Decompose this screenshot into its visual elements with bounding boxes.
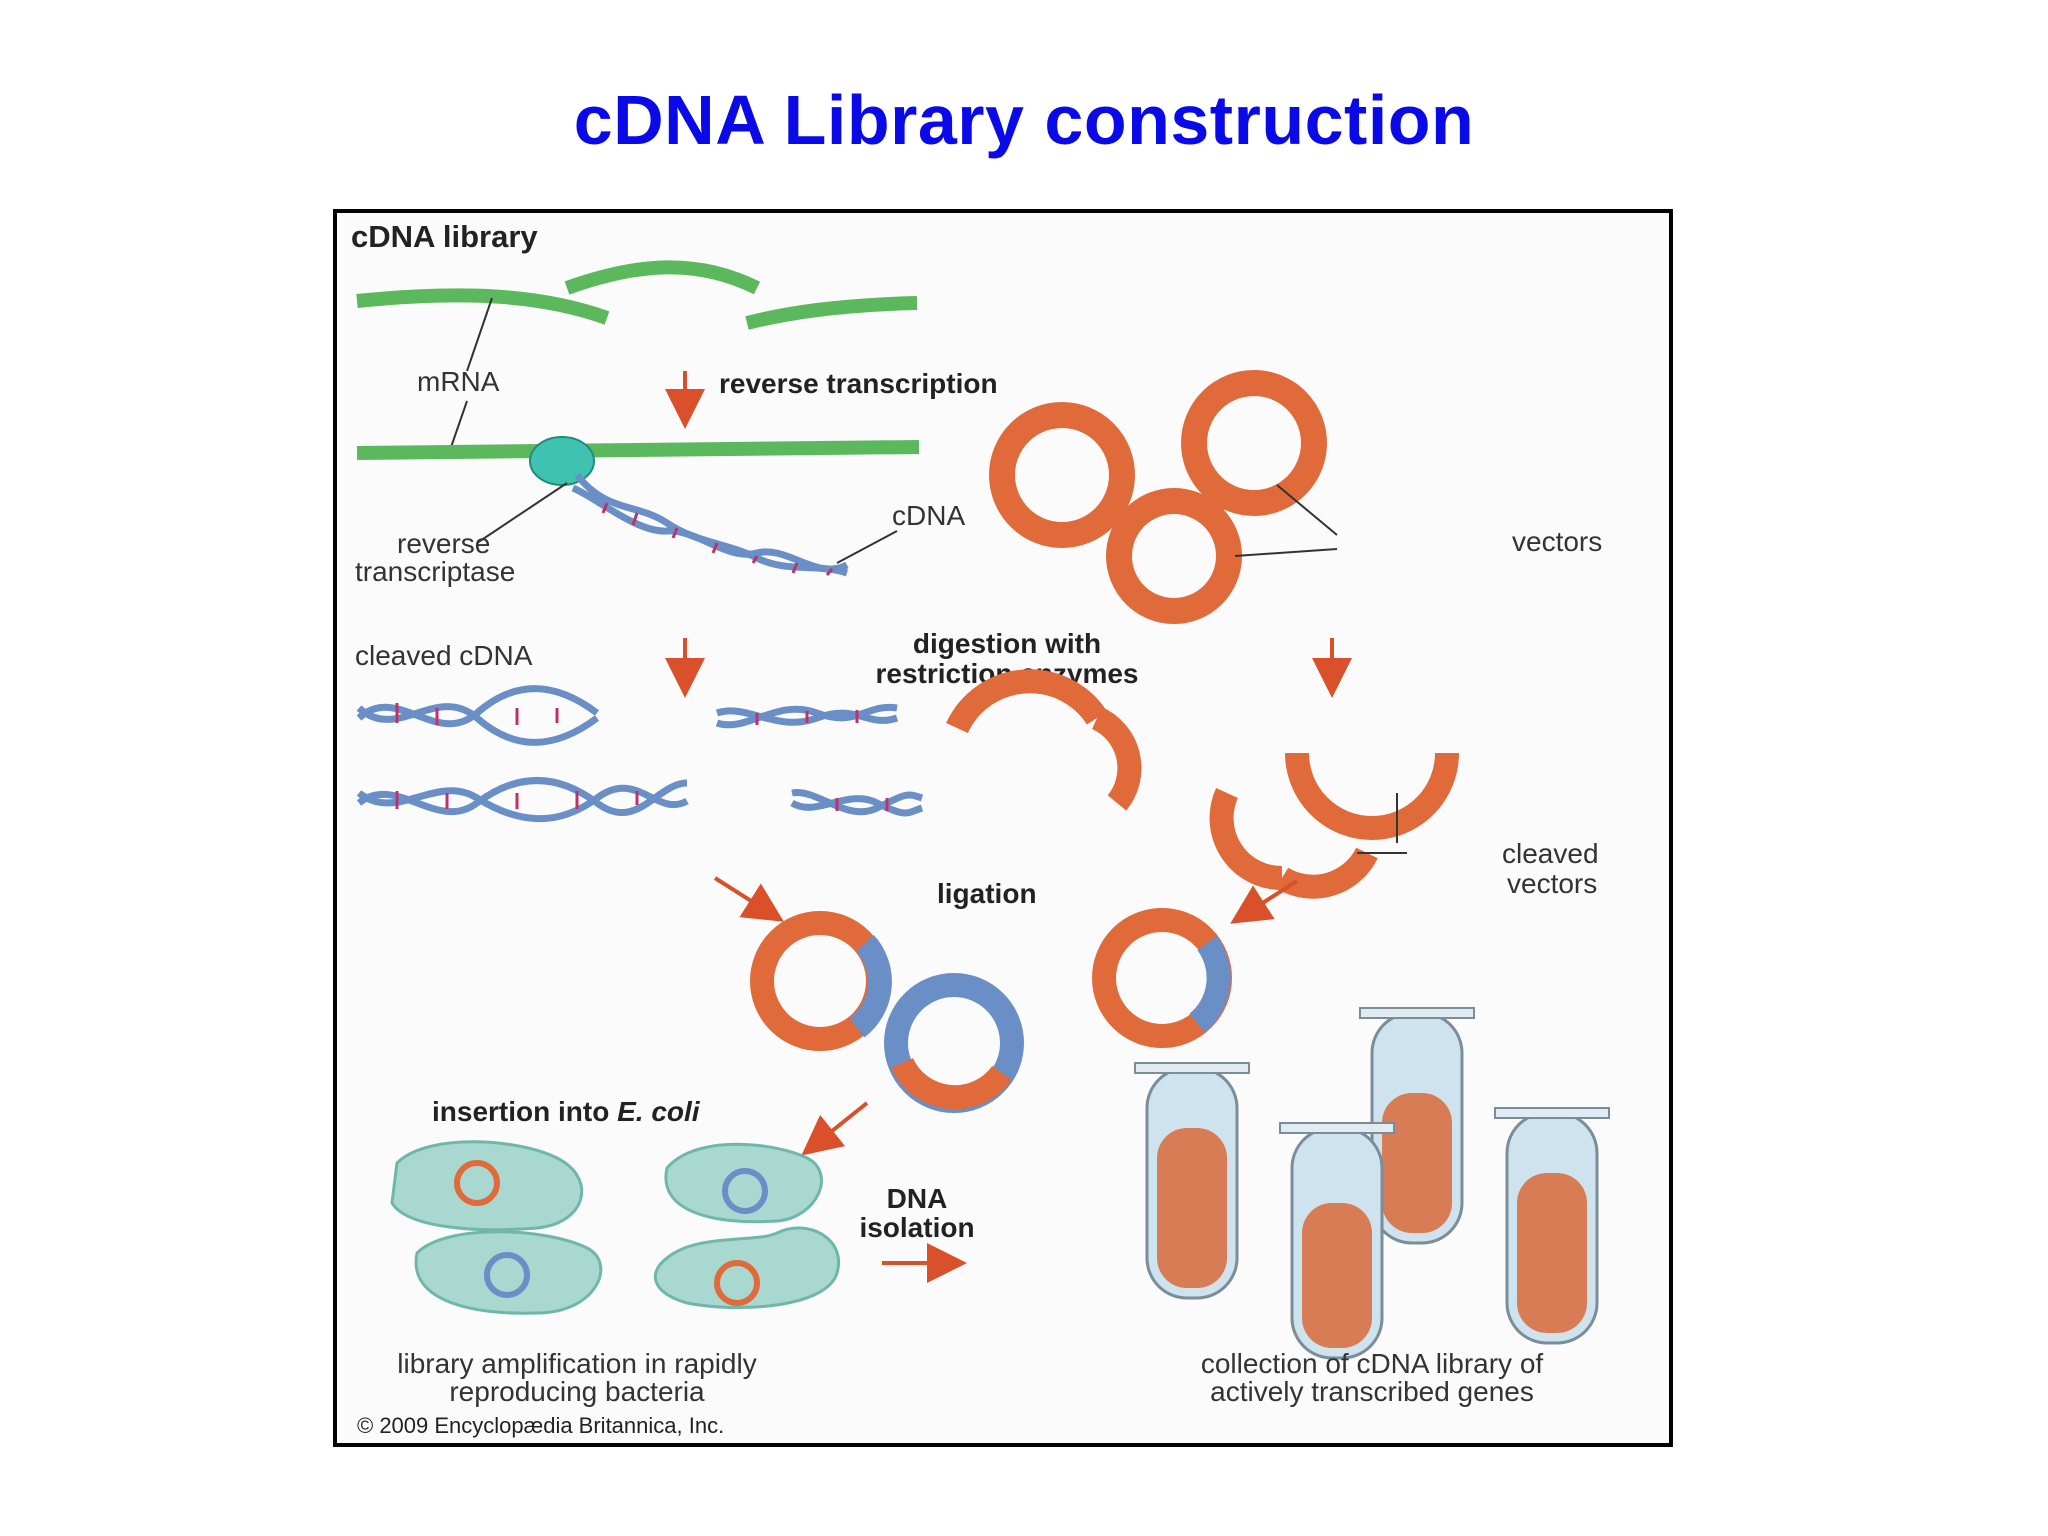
- cleaved-vectors-group: [946, 669, 1459, 899]
- arrow-ligation-right: [1230, 879, 1299, 924]
- e-coli-label: E. coli: [617, 1096, 701, 1127]
- mrna-pointer-line: [448, 400, 468, 454]
- bacterium: [664, 1142, 823, 1224]
- cleaved-vectors-label-1: cleaved: [1502, 838, 1599, 869]
- collection-label-2: actively transcribed genes: [1210, 1376, 1534, 1407]
- cleaved-vectors-label-2: vectors: [1507, 868, 1597, 899]
- vectors-label: vectors: [1512, 526, 1602, 557]
- reverse-transcriptase-label-2: transcriptase: [355, 556, 515, 587]
- diagram-frame: cDNA library mRNA reverse transcription …: [333, 209, 1673, 1447]
- diagram-heading: cDNA library: [351, 219, 538, 254]
- test-tube: [1359, 1007, 1475, 1245]
- dna-isolation-label-1: DNA: [887, 1183, 948, 1214]
- reverse-transcription-label: reverse transcription: [719, 368, 998, 399]
- bacteria-group: [390, 1140, 841, 1315]
- vector-ring: [989, 402, 1135, 548]
- reverse-transcriptase-enzyme: [529, 436, 595, 486]
- digestion-label-1: digestion with: [913, 628, 1101, 659]
- test-tube: [1279, 1122, 1395, 1360]
- cdna-helix: [571, 472, 849, 577]
- copyright-notice: © 2009 Encyclopædia Britannica, Inc.: [357, 1413, 724, 1438]
- amplification-label-1: library amplification in rapidly: [397, 1348, 756, 1379]
- test-tubes: [1134, 1007, 1610, 1360]
- dna-isolation-label-2: isolation: [859, 1212, 974, 1243]
- plasmid-insert: [849, 934, 892, 1038]
- bacterium: [390, 1140, 584, 1232]
- mrna-pointer-line: [466, 297, 493, 372]
- arrow-ligation-left: [713, 876, 784, 922]
- vector-ring: [1181, 370, 1327, 516]
- mrna-template: [356, 440, 920, 460]
- vectors-group: [989, 370, 1327, 624]
- slide-title: cDNA Library construction: [573, 81, 1475, 159]
- cleaved-vector-arc: [1209, 788, 1283, 891]
- rt-pointer-line: [476, 482, 568, 544]
- cleaved-cdna-fragments: [356, 685, 924, 823]
- cdna-pointer-line: [836, 530, 898, 564]
- vectors-pointer-line: [1276, 484, 1338, 536]
- amplification-label-2: reproducing bacteria: [449, 1376, 705, 1407]
- vectors-pointer-line: [1234, 548, 1338, 557]
- vector-ring: [1106, 488, 1242, 624]
- cdna-label: cDNA: [892, 500, 965, 531]
- ligation-label: ligation: [937, 878, 1037, 909]
- cleaved-vector-arc: [1091, 707, 1142, 811]
- reverse-transcriptase-label-1: reverse: [397, 528, 490, 559]
- cleaved-vector-arc: [1285, 752, 1459, 840]
- arrow-insertion: [801, 1101, 869, 1156]
- mrna-label: mRNA: [417, 366, 500, 397]
- insertion-label: insertion into E. coli: [432, 1096, 701, 1127]
- cleaved-cdna-label: cleaved cDNA: [355, 640, 533, 671]
- test-tube: [1134, 1062, 1250, 1300]
- collection-label-1: collection of cDNA library of: [1201, 1348, 1544, 1379]
- test-tube: [1494, 1107, 1610, 1345]
- bacterium: [653, 1226, 841, 1310]
- cdna-library-diagram: cDNA library mRNA reverse transcription …: [351, 219, 1610, 1438]
- mrna-strands: [356, 260, 918, 330]
- bacterium: [414, 1230, 603, 1315]
- cleaved-vector-arc: [946, 669, 1108, 734]
- recombinant-plasmids: [750, 908, 1232, 1113]
